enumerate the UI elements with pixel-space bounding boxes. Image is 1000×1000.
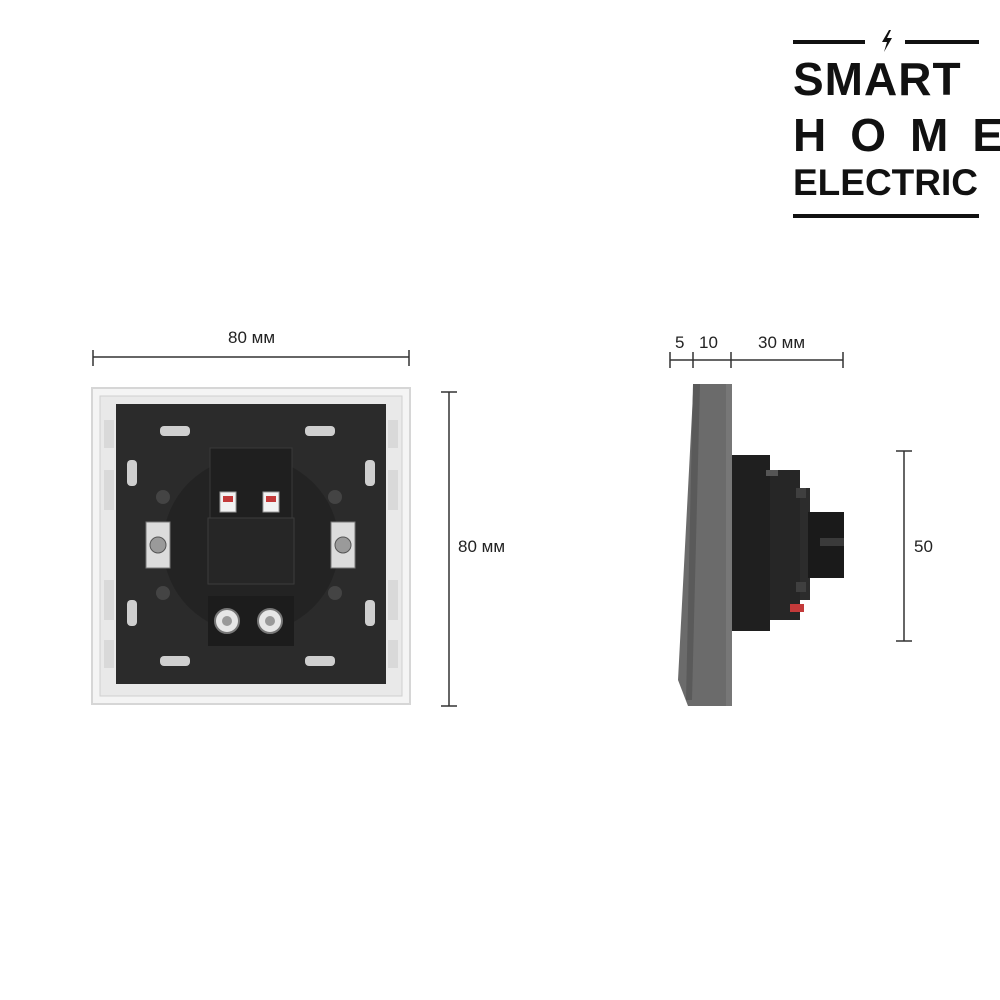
logo-text-electric: ELECTRIC: [793, 162, 978, 203]
logo-top-line-left: [793, 40, 865, 44]
side-height-dimension: [896, 450, 912, 642]
side-depth-label-30: 30 мм: [758, 333, 806, 352]
side-view: [669, 352, 912, 706]
front-height-dimension: [441, 391, 457, 707]
front-width-label: 80 мм: [228, 328, 276, 347]
logo-text-smart: SMART: [793, 53, 962, 105]
side-height-label: 50: [914, 537, 933, 556]
mounting-slots: [127, 426, 375, 666]
logo-bottom-line: [793, 214, 979, 218]
side-depth-dimension: [669, 352, 844, 368]
side-clamps: [145, 521, 356, 569]
frame-tabs: [104, 420, 398, 668]
mechanism-side: [732, 455, 844, 631]
front-width-dimension: [92, 350, 410, 366]
lightning-bolt-icon: [882, 30, 892, 52]
front-height-label: 80 мм: [458, 537, 506, 556]
logo-top-line-right: [905, 40, 979, 44]
side-depth-label-5: 5: [675, 333, 685, 352]
bottom-screw-terminals: [208, 596, 294, 646]
cover-plate-side: [678, 384, 731, 706]
side-depth-label-10: 10: [699, 333, 718, 352]
terminal-contacts: [219, 491, 280, 513]
front-view: [91, 350, 457, 707]
